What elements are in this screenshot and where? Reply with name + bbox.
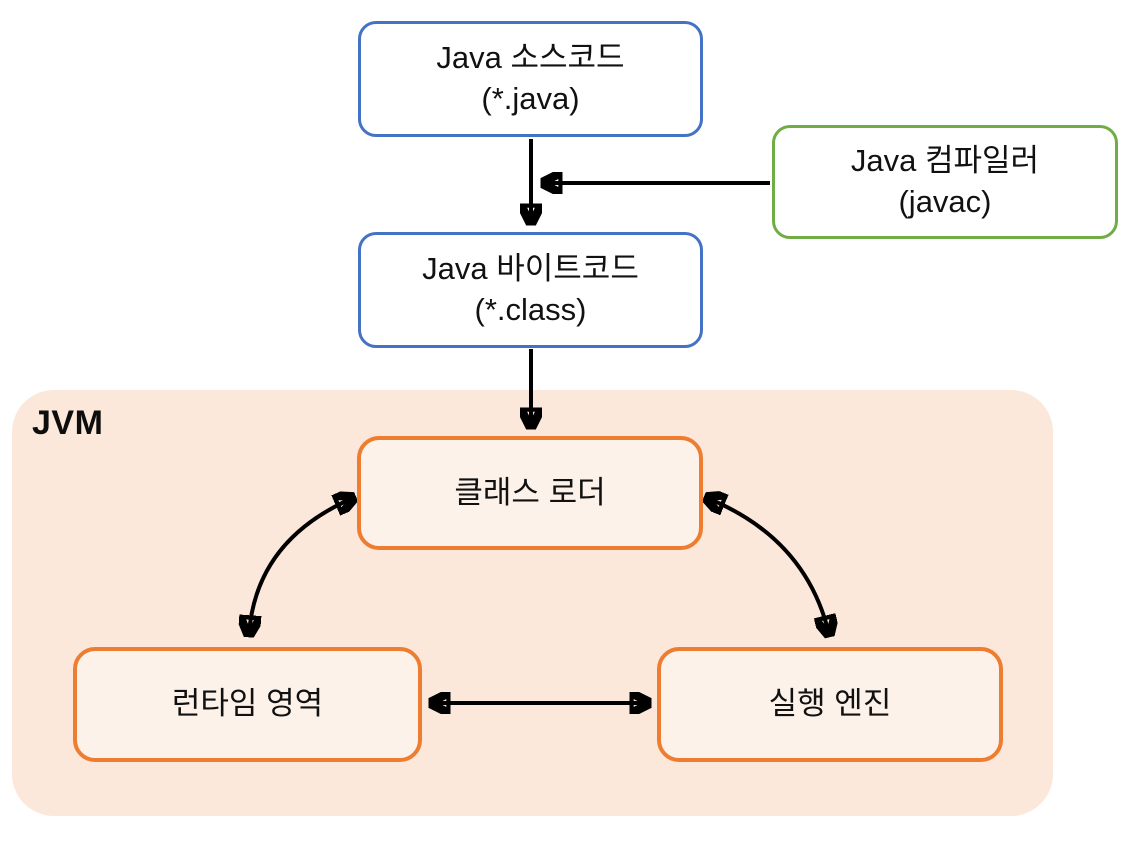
node-execution-engine: 실행 엔진 — [657, 647, 1003, 762]
node-execution-engine-label: 실행 엔진 — [768, 686, 892, 722]
node-java-source: Java 소스코드 (*.java) — [358, 21, 703, 137]
jvm-region-label: JVM — [32, 404, 104, 442]
node-runtime-area-label: 런타임 영역 — [171, 686, 324, 722]
node-java-source-line2: (*.java) — [481, 81, 580, 116]
node-java-compiler-line2: (javac) — [898, 184, 992, 219]
node-java-source-line1: Java 소스코드 — [436, 40, 625, 76]
node-java-compiler: Java 컴파일러 (javac) — [772, 125, 1118, 239]
node-java-bytecode: Java 바이트코드 (*.class) — [358, 232, 703, 348]
node-java-compiler-line1: Java 컴파일러 — [850, 143, 1040, 179]
node-java-bytecode-line2: (*.class) — [474, 292, 587, 327]
node-class-loader: 클래스 로더 — [357, 436, 703, 550]
node-runtime-area: 런타임 영역 — [73, 647, 422, 762]
node-java-bytecode-line1: Java 바이트코드 — [422, 251, 639, 287]
node-class-loader-label: 클래스 로더 — [454, 474, 606, 510]
